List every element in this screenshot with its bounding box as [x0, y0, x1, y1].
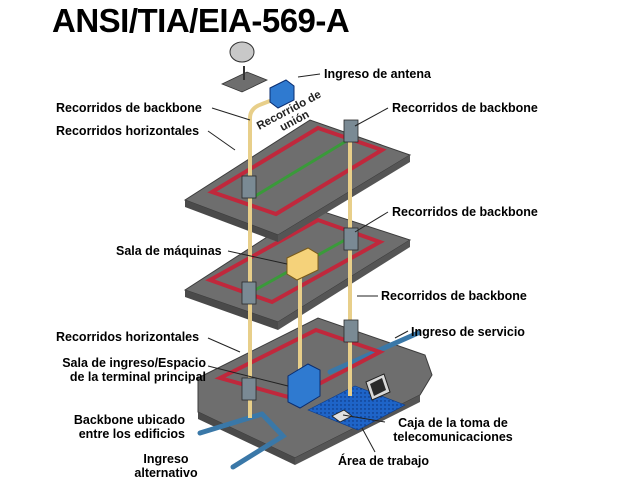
backbone-right-label-3: Recorridos de backbone	[381, 289, 527, 303]
backbone-buildings-label: Backbone ubicado entre los edificios	[40, 413, 185, 441]
service-entrance-label: Ingreso de servicio	[411, 325, 525, 339]
alt-entrance-label-line1: Ingreso	[143, 452, 189, 466]
telecom-outlet-label-line1: Caja de la toma de	[398, 416, 508, 430]
horizontal-bottom-label: Recorridos horizontales	[56, 330, 200, 344]
entrance-room-label: Sala de ingreso/Espacio de la terminal p…	[26, 356, 206, 384]
riser-boxes	[241, 119, 359, 401]
top-floor	[183, 119, 412, 242]
horizontal-top-label: Recorridos horizontales	[56, 124, 200, 138]
backbone-buildings-label-line1: Backbone ubicado	[73, 413, 185, 427]
entrance-room-label-line1: Sala de ingreso/Espacio	[62, 356, 206, 370]
work-area-label: Área de trabajo	[338, 454, 430, 468]
satellite-antenna-icon	[221, 41, 268, 93]
backbone-buildings-label-line2: entre los edificios	[78, 427, 185, 441]
antenna-entrance-label: Ingreso de antena	[324, 67, 431, 81]
entrance-room-box	[287, 363, 321, 409]
alt-entrance-label: Ingreso alternativo	[126, 452, 206, 480]
leader-lines	[207, 73, 409, 453]
alt-entrance-label-line2: alternativo	[134, 466, 198, 480]
antenna-entrance-box	[269, 79, 295, 109]
telecom-outlet-label: Caja de la toma de telecomunicaciones	[383, 416, 523, 444]
computer-icon	[365, 373, 391, 401]
entrance-room-label-line2: de la terminal principal	[69, 370, 206, 384]
machine-room-box	[286, 247, 319, 281]
page-title: ANSI/TIA/EIA-569-A	[52, 2, 350, 39]
work-area-floor	[307, 385, 406, 431]
horizontal-path-ground	[214, 327, 386, 401]
backbone-right-label-2: Recorridos de backbone	[392, 205, 538, 219]
telecom-outlet-label-line2: telecomunicaciones	[393, 430, 513, 444]
backbone-left-label: Recorridos de backbone	[56, 101, 202, 115]
machine-room-label: Sala de máquinas	[116, 244, 222, 258]
backbone-right-label-1: Recorridos de backbone	[392, 101, 538, 115]
